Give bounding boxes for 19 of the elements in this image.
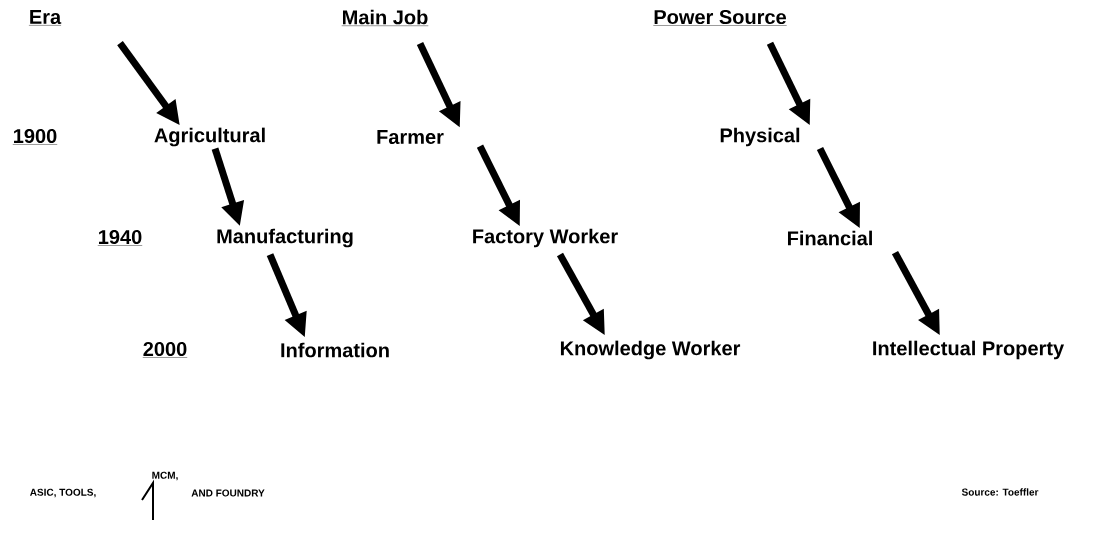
column-heading: Era xyxy=(28,10,62,26)
note-text: MCM, xyxy=(152,471,178,481)
year-label: 2000 xyxy=(142,341,188,358)
stage-label: Agricultural xyxy=(154,127,265,147)
stage-label: Manufacturing xyxy=(217,228,353,248)
stage-label: Factory Worker xyxy=(473,228,618,248)
stage-label: Knowledge Worker xyxy=(560,340,741,360)
note-text: Source: Toeffler xyxy=(961,488,1039,496)
year-label: 1900 xyxy=(12,128,58,145)
stage-label: Farmer xyxy=(377,130,444,144)
year-label: 1940 xyxy=(97,229,143,246)
stage-label: Physical xyxy=(720,127,800,147)
note-text: ASIC, TOOLS, xyxy=(30,488,96,498)
stage-label: Intellectual Property xyxy=(873,340,1064,360)
stage-label: Financial xyxy=(788,230,872,246)
column-heading: Main Job xyxy=(341,9,429,26)
note-text: AND FOUNDRY xyxy=(191,489,265,497)
stage-label: Information xyxy=(281,342,389,358)
column-heading: Power Source xyxy=(653,9,787,26)
